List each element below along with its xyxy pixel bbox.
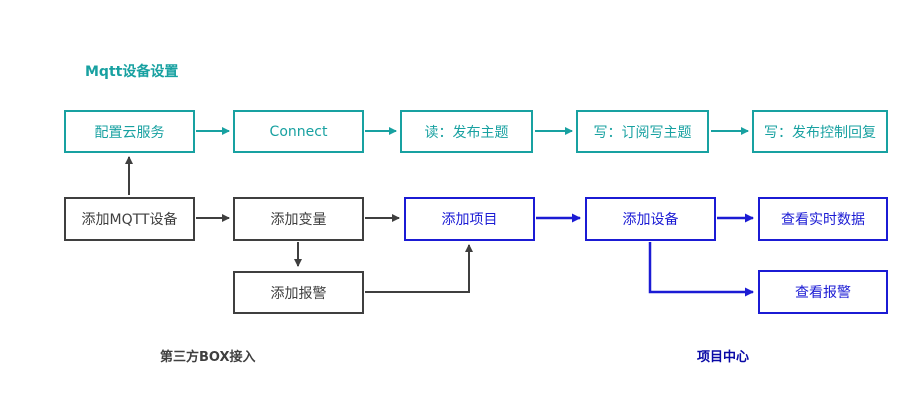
zone-label-third-party-box: 第三方BOX接入 bbox=[160, 350, 256, 365]
node-write-publish-control-reply: 写：发布控制回复 bbox=[752, 110, 888, 153]
node-label: 添加变量 bbox=[270, 212, 327, 228]
node-label: 写：发布控制回复 bbox=[764, 124, 876, 141]
arrow-add-device-to-view-alarm bbox=[648, 242, 754, 297]
zone-label-project-center: 项目中心 bbox=[697, 350, 750, 365]
node-label: 查看实时数据 bbox=[781, 212, 865, 228]
node-label: 添加项目 bbox=[441, 212, 498, 228]
node-add-project: 添加项目 bbox=[404, 197, 535, 241]
node-view-realtime-data: 查看实时数据 bbox=[758, 197, 888, 241]
arrow-add-alarm-to-add-project bbox=[365, 244, 473, 293]
diagram-title: Mqtt设备设置 bbox=[85, 64, 179, 80]
node-label: 添加报警 bbox=[270, 285, 327, 302]
node-connect: Connect bbox=[233, 110, 364, 153]
node-label: 读：发布主题 bbox=[424, 124, 509, 141]
node-view-alarm: 查看报警 bbox=[758, 270, 888, 314]
node-add-device: 添加设备 bbox=[585, 197, 716, 241]
node-label: 配置云服务 bbox=[94, 124, 165, 141]
node-label: 查看报警 bbox=[795, 285, 851, 301]
node-label: 添加MQTT设备 bbox=[81, 212, 178, 228]
node-add-alarm: 添加报警 bbox=[233, 271, 364, 314]
node-label: 添加设备 bbox=[622, 212, 679, 228]
node-read-publish-topic: 读：发布主题 bbox=[400, 110, 533, 153]
node-label: Connect bbox=[269, 123, 328, 140]
node-label: 写：订阅写主题 bbox=[593, 124, 692, 141]
node-add-variable: 添加变量 bbox=[233, 197, 364, 241]
node-config-cloud-service: 配置云服务 bbox=[64, 110, 195, 153]
node-add-mqtt-device: 添加MQTT设备 bbox=[64, 197, 195, 241]
node-write-subscribe-topic: 写：订阅写主题 bbox=[576, 110, 709, 153]
